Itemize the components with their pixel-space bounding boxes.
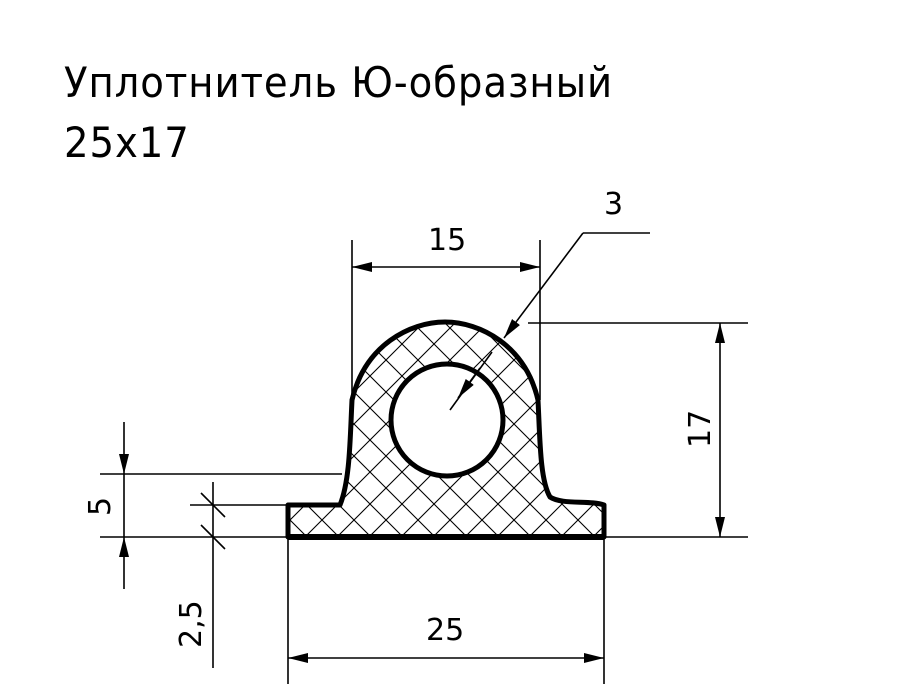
dim-radius-label: 3	[604, 187, 623, 222]
dim-base-width	[287, 537, 605, 684]
drawing-size: 25x17	[64, 118, 190, 167]
dim-top-width-label: 15	[428, 223, 466, 258]
dim-base-width-label: 25	[426, 613, 464, 648]
dim-base-height-label: 5	[83, 497, 118, 516]
profile-hole	[388, 361, 506, 479]
dim-base-height	[100, 422, 342, 589]
dim-height-label: 17	[683, 410, 718, 448]
drawing-title: Уплотнитель Ю-образный	[64, 58, 614, 107]
dim-flange	[190, 482, 288, 668]
dim-height	[528, 322, 748, 538]
dim-radius	[449, 232, 650, 411]
dim-flange-label: 2,5	[174, 600, 209, 648]
dim-top-width	[351, 240, 541, 400]
